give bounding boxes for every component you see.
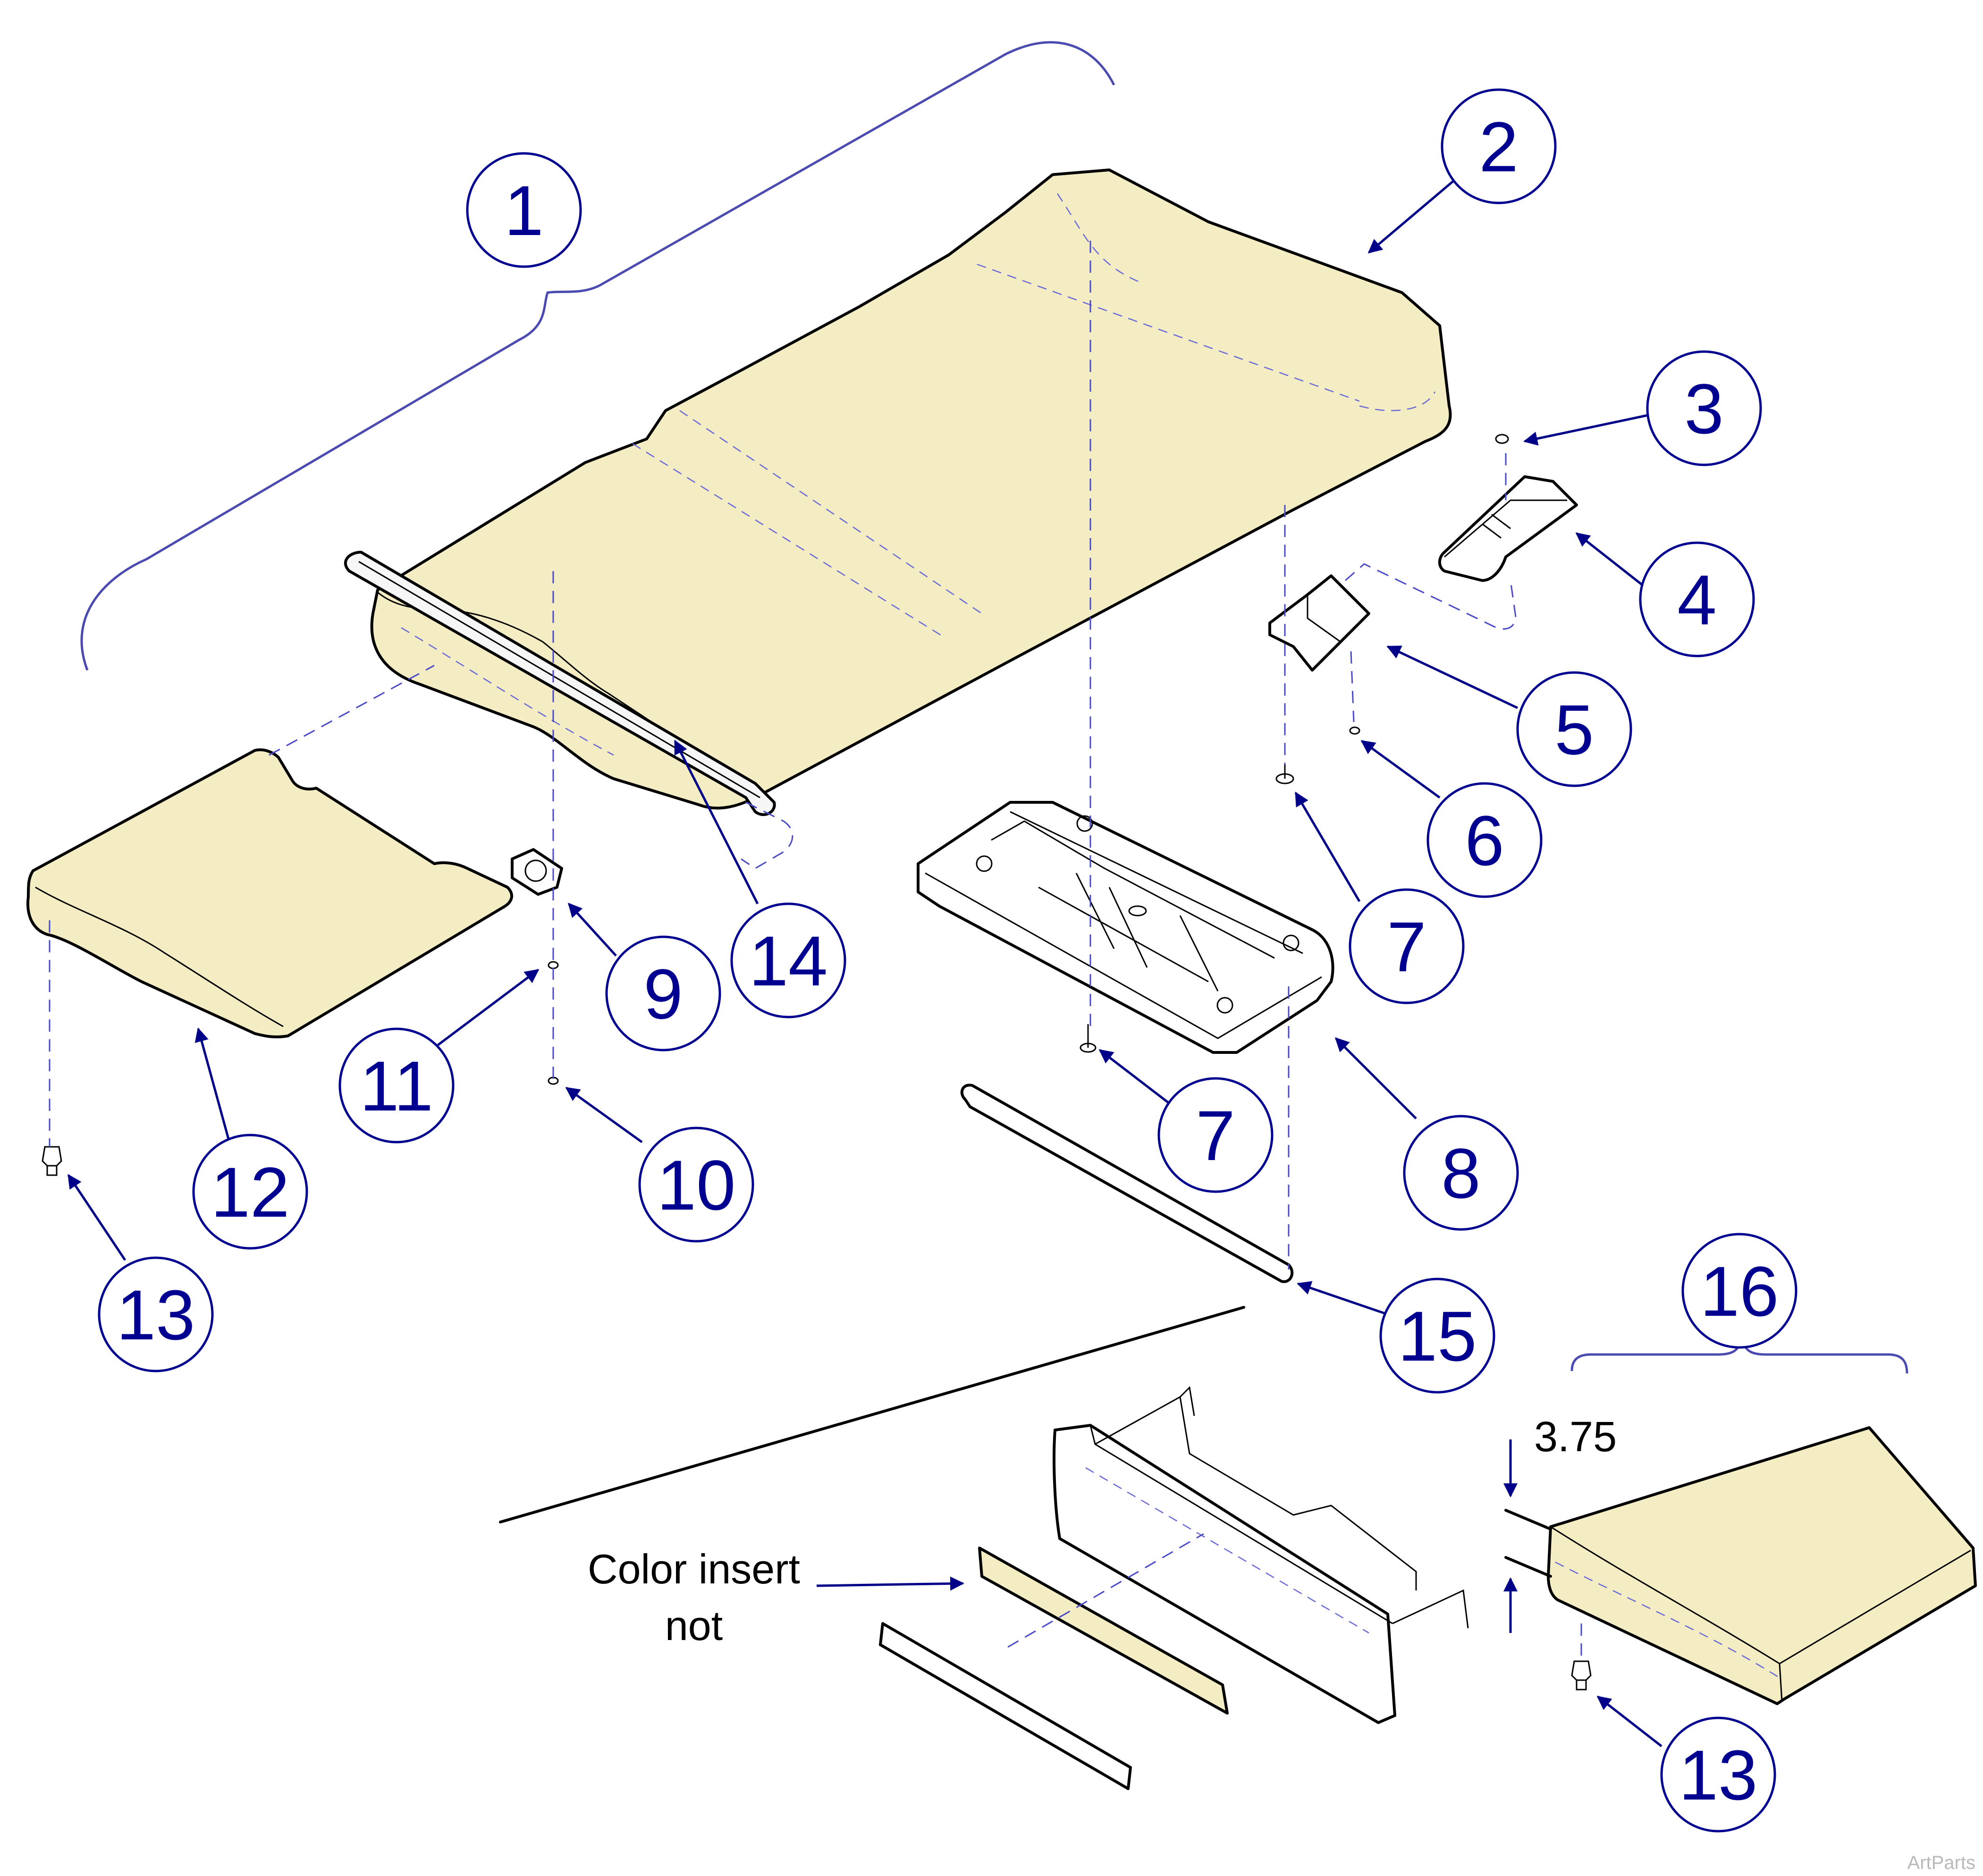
callout-label: 2 — [1479, 107, 1518, 186]
hardware-nut-3 — [1495, 434, 1509, 444]
section-divider — [499, 1306, 1245, 1523]
callout-label: 15 — [1398, 1296, 1477, 1376]
mounting-bracket — [1268, 574, 1370, 672]
callout-label: 14 — [749, 921, 828, 1001]
callout-13b: 13 — [1660, 1716, 1776, 1833]
callout-12: 12 — [192, 1134, 308, 1250]
callout-3: 3 — [1646, 350, 1762, 466]
color-insert-strip — [978, 1547, 1229, 1715]
base-tray — [917, 801, 1334, 1054]
hardware-washer-11 — [548, 961, 559, 969]
cover-strip — [879, 1622, 1132, 1790]
bracket-item-1 — [80, 41, 1115, 671]
callout-13a: 13 — [98, 1256, 214, 1372]
callout-14: 14 — [730, 902, 846, 1018]
headrest-pad — [26, 748, 513, 1039]
callout-label: 11 — [360, 1046, 433, 1126]
callout-8: 8 — [1403, 1115, 1519, 1231]
callout-label: 13 — [117, 1275, 195, 1354]
callout-9: 9 — [605, 935, 721, 1052]
callout-label: 1 — [504, 171, 543, 250]
drawer-assembly — [1053, 1386, 1469, 1724]
callout-10: 10 — [638, 1127, 754, 1243]
callout-label: 5 — [1554, 690, 1594, 769]
seat-pad — [1547, 1426, 1977, 1705]
callout-6: 6 — [1426, 782, 1543, 898]
note-line-2: not — [665, 1602, 723, 1649]
callout-2: 2 — [1441, 88, 1557, 204]
callout-4: 4 — [1639, 541, 1755, 657]
side-handle — [1438, 475, 1578, 582]
callout-15: 15 — [1379, 1278, 1495, 1394]
hardware-screw-7b — [1080, 1024, 1097, 1053]
callout-label: 7 — [1196, 1096, 1235, 1175]
callout-label: 4 — [1677, 560, 1716, 639]
hardware-screw-7a — [1275, 765, 1294, 784]
assembly-lines — [49, 241, 1582, 1661]
callout-label: 3 — [1684, 369, 1723, 448]
callout-11: 11 — [338, 1027, 455, 1144]
dimension-3-75: 3.75 — [1503, 1413, 1617, 1633]
callout-label: 16 — [1700, 1252, 1779, 1331]
callout-label: 10 — [657, 1145, 736, 1225]
callout-label: 8 — [1441, 1134, 1480, 1213]
callout-7a: 7 — [1349, 888, 1465, 1004]
callout-1: 1 — [466, 152, 582, 268]
hardware-bumper-13b — [1571, 1660, 1592, 1691]
callout-label: 7 — [1387, 907, 1426, 986]
dimension-value: 3.75 — [1534, 1413, 1617, 1461]
pivot-bracket — [511, 848, 563, 896]
callout-label: 13 — [1679, 1735, 1758, 1815]
color-insert-note: Color insert not — [588, 1546, 964, 1649]
hardware-bumper-13a — [42, 1146, 62, 1176]
callout-leaders — [67, 174, 1662, 1747]
callout-label: 12 — [211, 1153, 290, 1232]
watermark: ArtParts — [1907, 1852, 1975, 1873]
callout-label: 6 — [1465, 801, 1504, 880]
callout-7b: 7 — [1157, 1077, 1274, 1193]
note-line-1: Color insert — [588, 1546, 800, 1592]
callout-5: 5 — [1516, 671, 1632, 787]
callout-16: 16 — [1681, 1233, 1797, 1349]
callout-label: 9 — [643, 954, 683, 1034]
hardware-screw-6 — [1349, 726, 1360, 735]
